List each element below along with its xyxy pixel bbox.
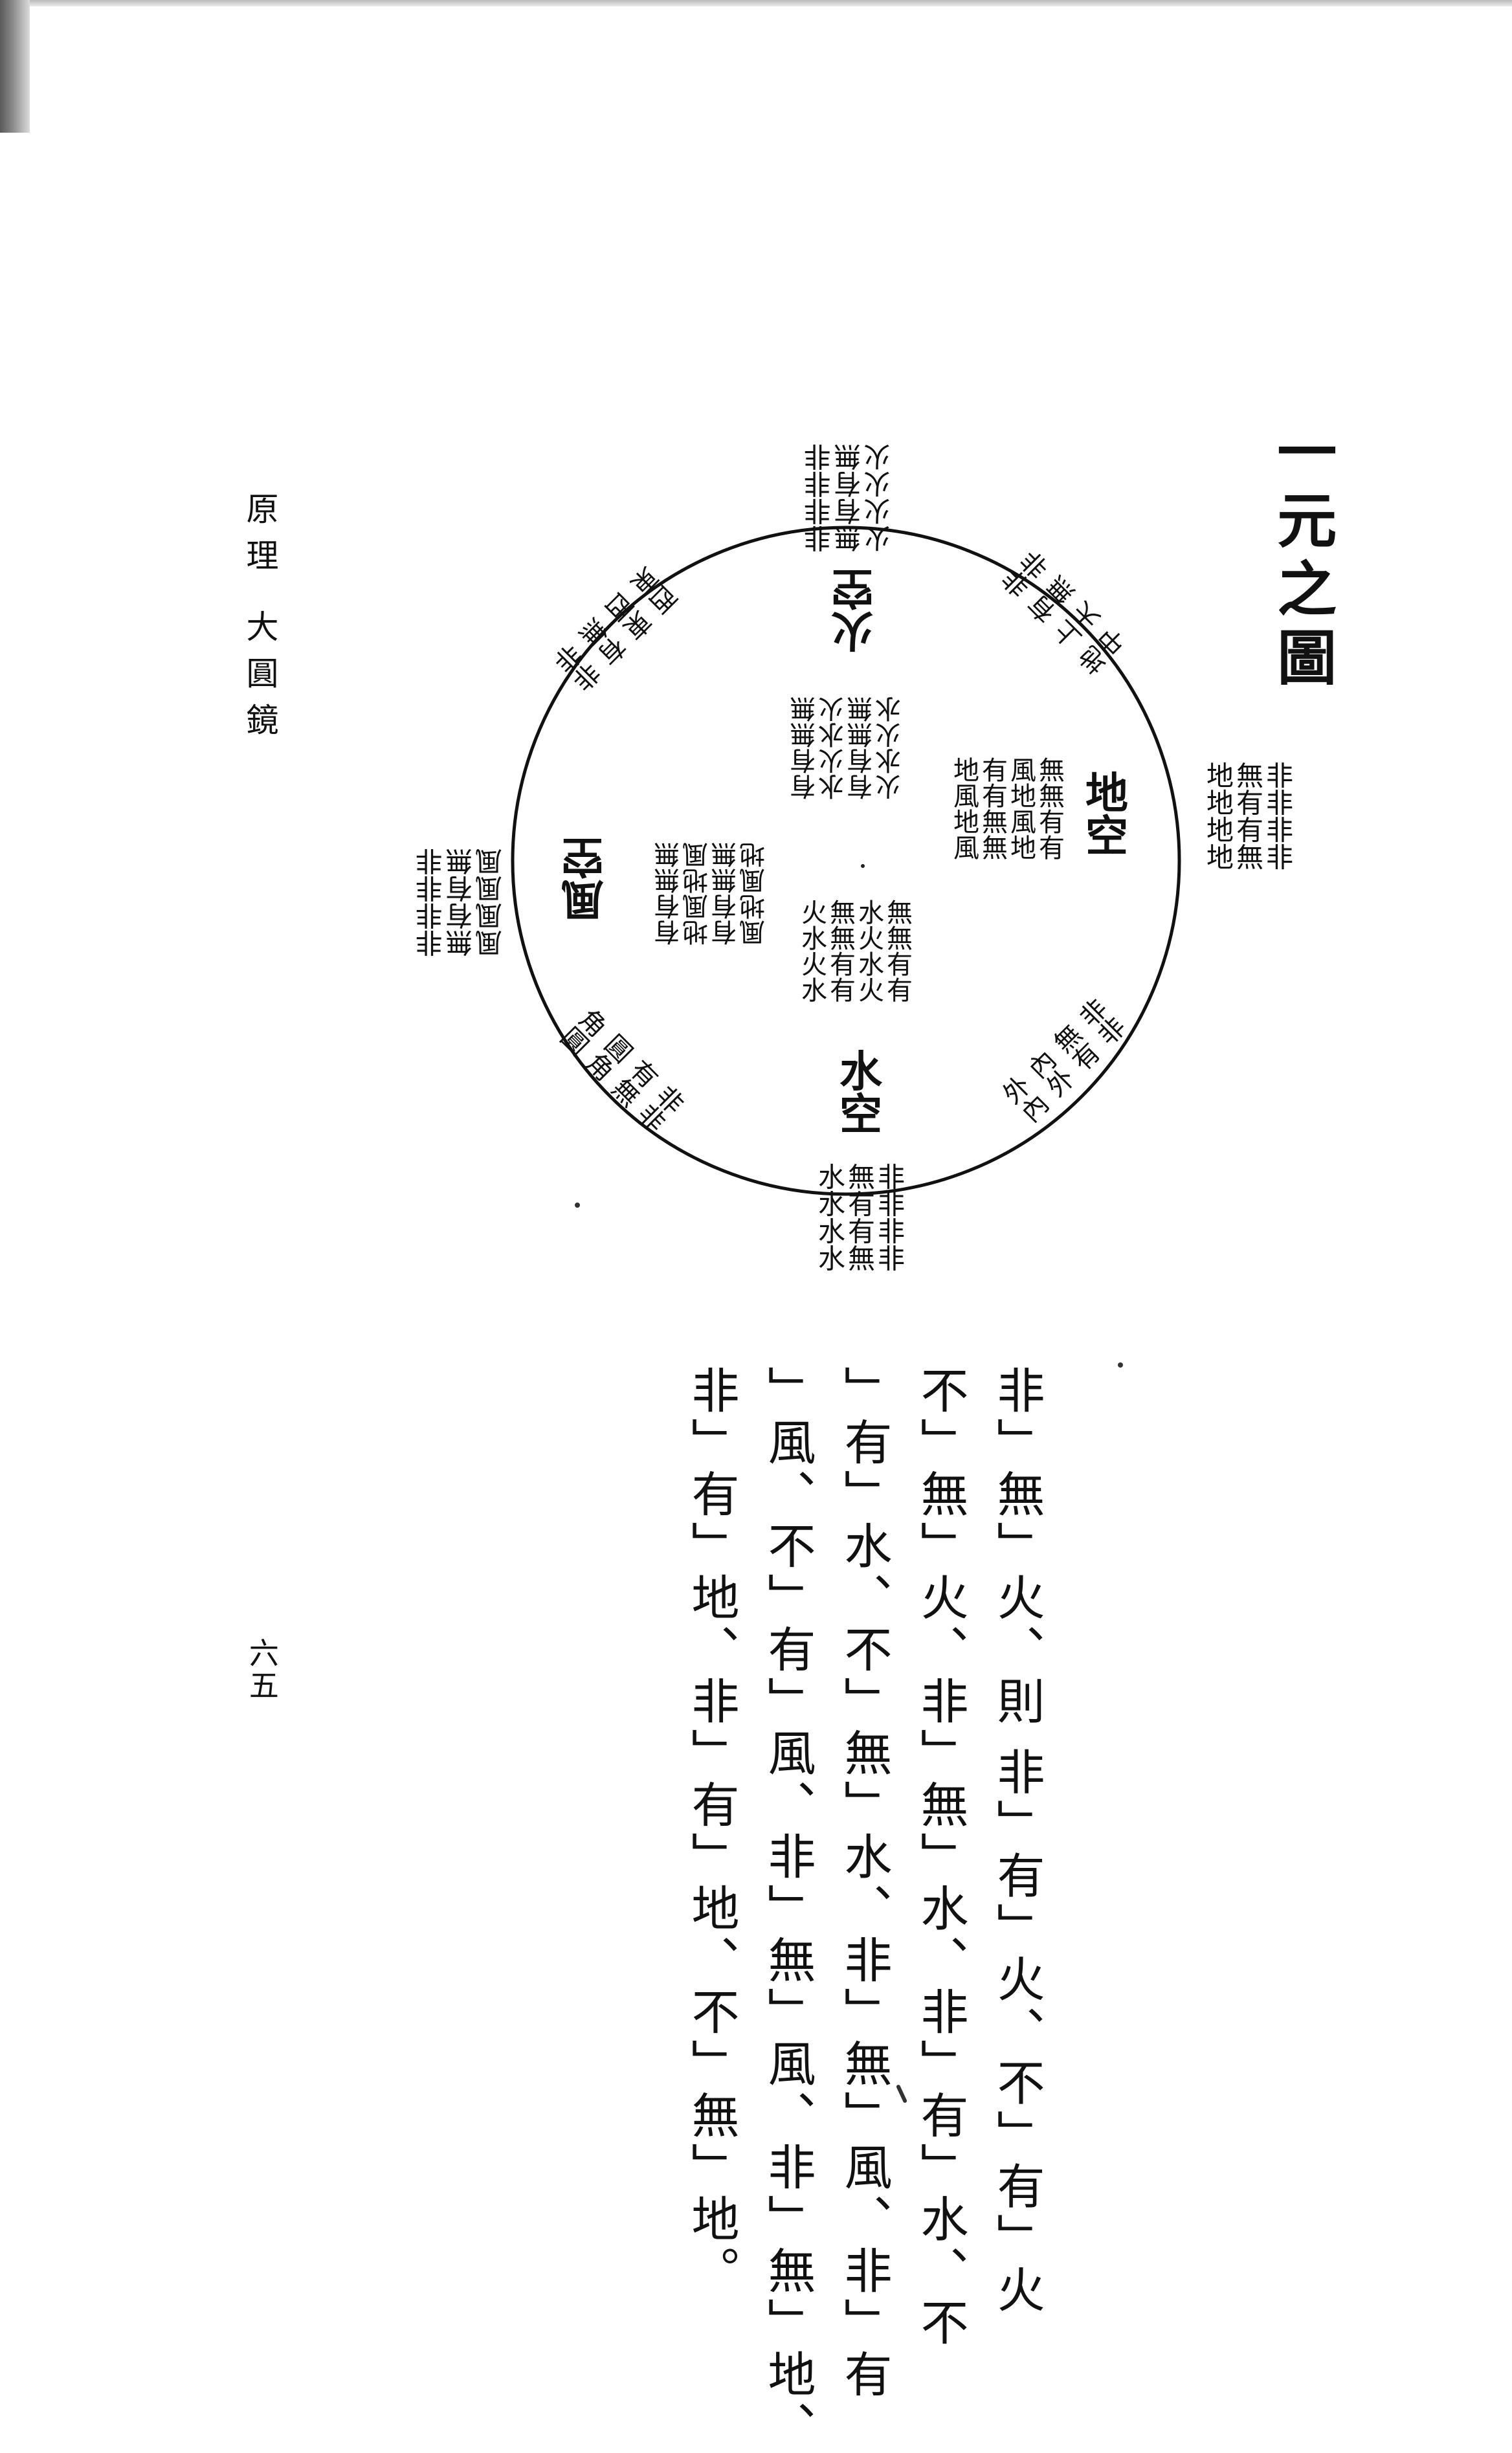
diagram-label-column: 水水水水 <box>814 1163 846 1272</box>
diagram-label-column: 有有無無 <box>977 757 1007 860</box>
diagram-label-column: 無無有有 <box>1034 757 1064 860</box>
diagram-label-column: 有有無無 <box>654 842 684 946</box>
diagram-label-column: 風地風地 <box>740 842 770 946</box>
diagram-label-column: 圓角 <box>579 1027 637 1084</box>
center-label-right-text: 地空 <box>1078 770 1129 856</box>
diagram-label-column: 有無 <box>605 1052 663 1110</box>
body-line: 不」無」火、非」無」水、非」有」水、不 <box>913 1366 968 2349</box>
diagram-label-column: 角圓 <box>553 1001 611 1059</box>
diagram-label-column: 非非 <box>630 1078 688 1135</box>
diagram-label-column: 有無 <box>576 612 634 669</box>
scan-speck <box>895 2084 908 2103</box>
diagram-label-column: 無有有無 <box>834 443 865 552</box>
diagram-label-column: 無有有無 <box>844 1163 876 1272</box>
diagram-label-column: 無有有無 <box>445 848 477 957</box>
diagram-circle <box>511 526 1181 1196</box>
diagram-label-column: 外內 <box>995 1071 1052 1129</box>
scan-shadow-top <box>30 0 1512 6</box>
diagram-label-column: 非非 <box>1071 995 1129 1052</box>
diagram-label-column: 非非 <box>998 547 1056 605</box>
scan-speck <box>575 1203 580 1208</box>
diagram-title: 一元之圖 <box>1267 421 1337 695</box>
page-number: 六五 <box>244 1637 280 1702</box>
diagram-label-column: 地風地風 <box>683 842 713 946</box>
diagram-label-column: 水火水火 <box>819 696 849 800</box>
body-line: 非」有」地、非」有」地、不」無」地。 <box>684 1366 739 2298</box>
body-line: 非」無」火、則 非」有」火、不」有」火 <box>989 1366 1045 2317</box>
running-head: 原理 大圓鏡 <box>241 492 279 749</box>
center-label-left-text: 風空 <box>561 837 611 922</box>
diagram-label-column: 非非非非 <box>804 443 836 552</box>
diagram-label-column: 無無有有 <box>882 899 912 1003</box>
center-dot <box>861 864 865 868</box>
diagram-label-column: 上天 <box>1049 599 1107 656</box>
diagram-label-column: 無無有有 <box>825 899 855 1003</box>
diagram-label-column: 有有無無 <box>790 696 820 800</box>
diagram-label-column: 風風風風 <box>475 848 507 957</box>
diagram-label-column: 非非非非 <box>1262 762 1294 871</box>
center-label-top: 火空 <box>830 568 881 654</box>
scan-speck <box>1118 1362 1123 1368</box>
center-label-bottom: 水空 <box>832 1049 883 1134</box>
body-line: 」風、不」有」風、非」無」風、非」無」地、 <box>760 1366 816 2453</box>
center-label-top-text: 火空 <box>830 568 881 654</box>
diagram-label-column: 風地風地 <box>1006 757 1036 860</box>
diagram-label-column: 火水火水 <box>797 899 827 1003</box>
scan-shadow-left <box>0 0 30 133</box>
diagram-label-column: 內外 <box>1020 1046 1078 1104</box>
body-text: 非」無」火、則 非」有」火、不」有」火 不」無」火、非」無」水、非」有」水、不 … <box>673 1366 1055 2453</box>
diagram-label-column: 有無 <box>1023 573 1081 630</box>
body-line: 」有」水、不」無」水、非」無」風、非」有 <box>836 1366 892 2401</box>
diagram-label-column: 火火火火 <box>863 443 895 552</box>
center-label-right: 地空 <box>1078 770 1129 856</box>
center-label-bottom-text: 水空 <box>832 1049 883 1134</box>
diagram-label-column: 地地地地 <box>1203 762 1234 871</box>
diagram-label-column: 無有有無 <box>1232 762 1264 871</box>
diagram-label-column: 地中 <box>1074 624 1132 682</box>
diagram-label-column: 非非非非 <box>874 1163 906 1272</box>
diagram-label-column: 東西 <box>602 586 660 643</box>
diagram-label-column: 地風地風 <box>949 757 979 860</box>
diagram-label-column: 水火水火 <box>854 899 884 1003</box>
diagram-label-column: 非非 <box>550 637 608 694</box>
diagram-label-column: 有有無無 <box>711 842 741 946</box>
diagram-label-column: 有有無無 <box>847 696 877 800</box>
diagram-label-column: 無有 <box>1046 1020 1104 1078</box>
diagram-label-column: 西東 <box>627 560 685 617</box>
diagram-label-column: 火水火水 <box>876 696 906 800</box>
center-label-left: 風空 <box>561 837 611 922</box>
diagram-label-column: 非非非非 <box>416 848 447 957</box>
